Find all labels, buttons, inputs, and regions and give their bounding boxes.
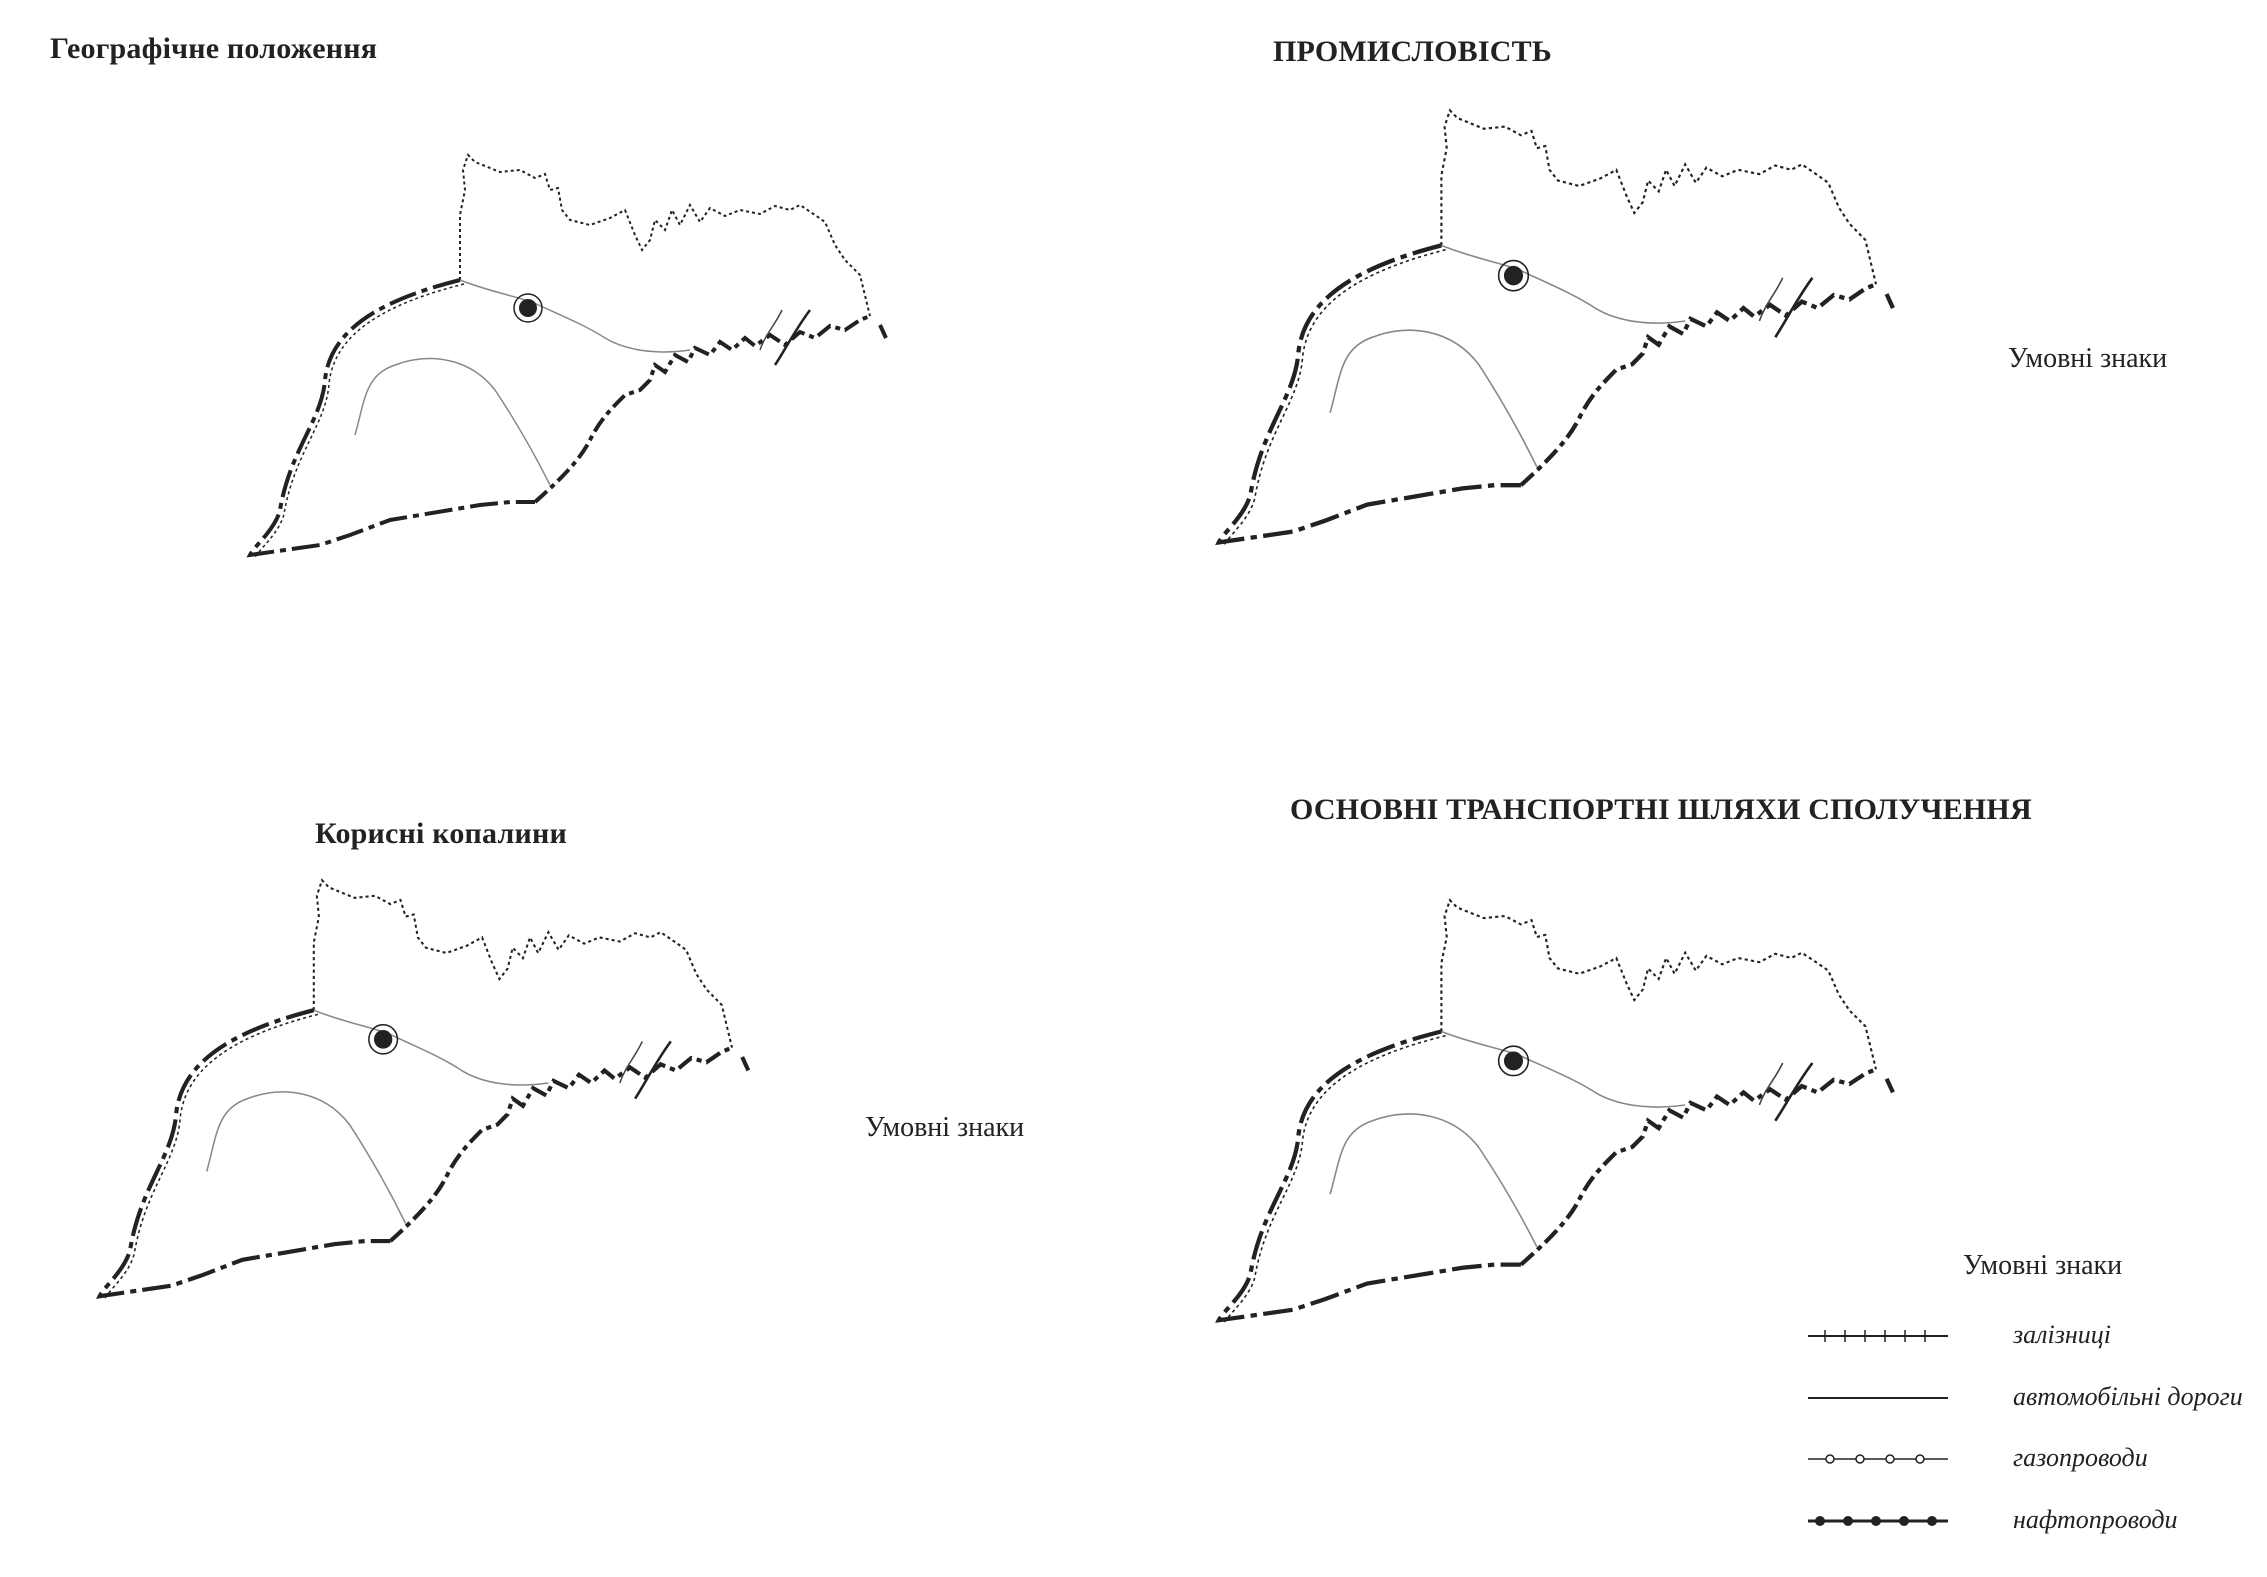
region-map-transport bbox=[1210, 895, 1910, 1315]
legend-item-oil-pipelines: нафтопроводи bbox=[1800, 1503, 2260, 1543]
legend-label-gas-pipelines: газопроводи bbox=[2013, 1443, 2148, 1472]
legend-title-transport: Умовні знаки bbox=[1963, 1250, 2123, 1281]
panel-title-industry: ПРОМИСЛОВІСТЬ bbox=[1273, 35, 1552, 68]
region-map-minerals bbox=[90, 875, 790, 1295]
region-map-industry bbox=[1210, 105, 1910, 525]
panel-title-geographic-position: Географічне положення bbox=[50, 32, 378, 65]
legend-title-industry: Умовні знаки bbox=[2008, 343, 2168, 374]
legend-item-gas-pipelines: газопроводи bbox=[1800, 1441, 2260, 1481]
panel-title-minerals: Корисні копалини bbox=[315, 817, 567, 850]
road-line-icon bbox=[1808, 1397, 1948, 1399]
panel-title-transport: ОСНОВНІ ТРАНСПОРТНІ ШЛЯХИ СПОЛУЧЕННЯ bbox=[1290, 793, 2032, 826]
legend-item-railways: залізниці bbox=[1800, 1318, 2260, 1358]
legend-item-roads: автомобільні дороги bbox=[1800, 1380, 2260, 1420]
legend-label-oil-pipelines: нафтопроводи bbox=[2013, 1505, 2178, 1534]
railway-line-icon bbox=[1808, 1330, 1948, 1342]
oil-pipeline-line-icon bbox=[1808, 1516, 1948, 1526]
region-map-geographic-position bbox=[248, 153, 888, 561]
gas-pipeline-line-icon bbox=[1808, 1454, 1948, 1464]
legend-label-railways: залізниці bbox=[2013, 1320, 2111, 1349]
legend-title-minerals: Умовні знаки bbox=[865, 1112, 1025, 1143]
legend-label-roads: автомобільні дороги bbox=[2013, 1382, 2243, 1411]
